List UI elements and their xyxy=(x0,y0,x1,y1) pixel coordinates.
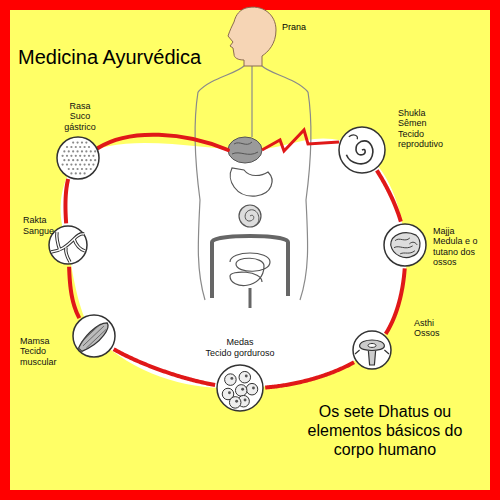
dhatu-name: Rakta xyxy=(23,215,54,225)
ring-segment xyxy=(98,135,228,150)
cycle-connector xyxy=(377,170,401,221)
cycle-connector xyxy=(69,267,79,318)
dhatu-node: RasaSuco gástrico xyxy=(56,136,100,180)
dhatu-label-group: ShuklaSêmenTecido reprodutivo xyxy=(398,108,454,149)
dhatu-name: Mamsa xyxy=(20,336,66,346)
dhatu-icon xyxy=(48,225,88,265)
dhatu-label-group: MajjaMedula e o tutano dos ossos xyxy=(433,226,487,267)
dhatu-node: AsthiOssos xyxy=(352,330,392,370)
cycle-connector xyxy=(386,268,405,334)
dhatu-node: MedasTecido gorduroso xyxy=(216,364,264,412)
organ-illustration xyxy=(212,137,288,308)
dhatu-name: Shukla xyxy=(398,108,454,118)
dhatu-description: Tecido reprodutivo xyxy=(398,129,454,150)
dhatu-description: Medula e o tutano dos ossos xyxy=(433,236,487,267)
dhatu-description: Sêmen xyxy=(398,118,454,128)
dhatu-icon xyxy=(383,223,427,267)
dhatu-label-group: RaktaSangue xyxy=(23,215,54,236)
lightning-line xyxy=(262,130,339,151)
dhatu-name: Asthi xyxy=(414,318,440,328)
dhatu-node: RaktaSangue xyxy=(48,225,88,265)
dhatu-description: Sangue xyxy=(23,226,54,236)
head-illustration xyxy=(228,7,276,66)
diagram-caption: Os sete Dhatus ou elementos básicos do c… xyxy=(300,402,470,460)
dhatu-icon xyxy=(56,136,100,180)
dhatu-description: Suco gástrico xyxy=(56,111,104,132)
cycle-connector xyxy=(114,349,215,385)
dhatu-description: Tecido gorduroso xyxy=(205,348,274,358)
prana-label: Prana xyxy=(282,22,306,32)
diagram-title: Medicina Ayurvédica xyxy=(18,46,201,69)
dhatu-node: MamsaTecido muscular xyxy=(72,314,116,358)
body-illustration xyxy=(195,66,311,300)
ring-interior xyxy=(61,138,407,388)
dhatu-label-group: AsthiOssos xyxy=(414,318,440,339)
dhatu-icon xyxy=(72,314,116,358)
cycle-connector xyxy=(265,362,354,387)
dhatu-description: Tecido muscular xyxy=(20,346,66,367)
dhatu-node: ShuklaSêmenTecido reprodutivo xyxy=(338,126,386,174)
dhatu-icon xyxy=(216,364,264,412)
page-ground xyxy=(10,10,490,490)
cycle-connector xyxy=(65,179,68,223)
dhatu-name: Medas xyxy=(205,337,274,347)
dhatu-name: Majja xyxy=(433,226,487,236)
dhatu-node: MajjaMedula e o tutano dos ossos xyxy=(383,223,427,267)
dhatu-name: Rasa xyxy=(56,101,104,111)
dhatu-label-group: RasaSuco gástrico xyxy=(56,101,104,132)
dhatu-icon xyxy=(352,330,392,370)
dhatu-label-group: MamsaTecido muscular xyxy=(20,336,66,367)
dhatu-description: Ossos xyxy=(414,328,440,338)
dhatu-icon xyxy=(338,126,386,174)
dhatu-label-group: MedasTecido gorduroso xyxy=(205,337,274,358)
